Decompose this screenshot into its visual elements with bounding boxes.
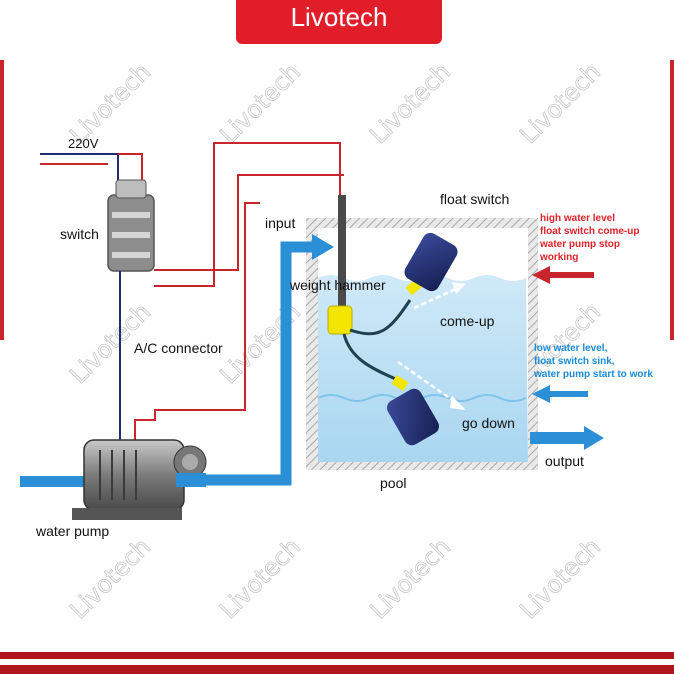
water-pump-label: water pump	[35, 523, 109, 539]
note-line: working	[539, 252, 578, 263]
ac-connector-label: A/C connector	[134, 340, 223, 356]
output-pipe	[530, 426, 604, 450]
voltage-label: 220V	[68, 136, 99, 151]
note-line: float switch come-up	[540, 226, 639, 237]
logo-badge	[236, 0, 442, 44]
input-pipe	[200, 234, 334, 486]
switch-label: switch	[60, 226, 99, 242]
right-edge-stripe	[670, 60, 674, 340]
control-wires	[134, 142, 344, 440]
come-up-label: come-up	[440, 313, 495, 329]
bottom-border	[0, 652, 674, 659]
note-line: water pump start to work	[533, 369, 653, 380]
pool-label: pool	[380, 475, 406, 491]
note-line: float switch sink,	[534, 356, 615, 367]
output-label: output	[545, 453, 584, 469]
weight-hammer-label: weight hammer	[289, 277, 386, 293]
low-water-note: low water level, float switch sink, wate…	[532, 343, 653, 403]
high-water-note: high water level float switch come-up wa…	[532, 213, 639, 284]
input-label: input	[265, 215, 295, 231]
float-switch-assembly	[327, 195, 466, 446]
pressure-switch	[107, 179, 155, 272]
note-line: high water level	[540, 213, 615, 224]
note-line: water pump stop	[539, 239, 620, 250]
float-switch-label: float switch	[440, 191, 509, 207]
left-edge-stripe	[0, 60, 4, 340]
go-down-label: go down	[462, 415, 515, 431]
logo-text: Livotech	[291, 2, 388, 32]
water-pump	[20, 439, 207, 520]
note-line: low water level,	[534, 343, 608, 354]
